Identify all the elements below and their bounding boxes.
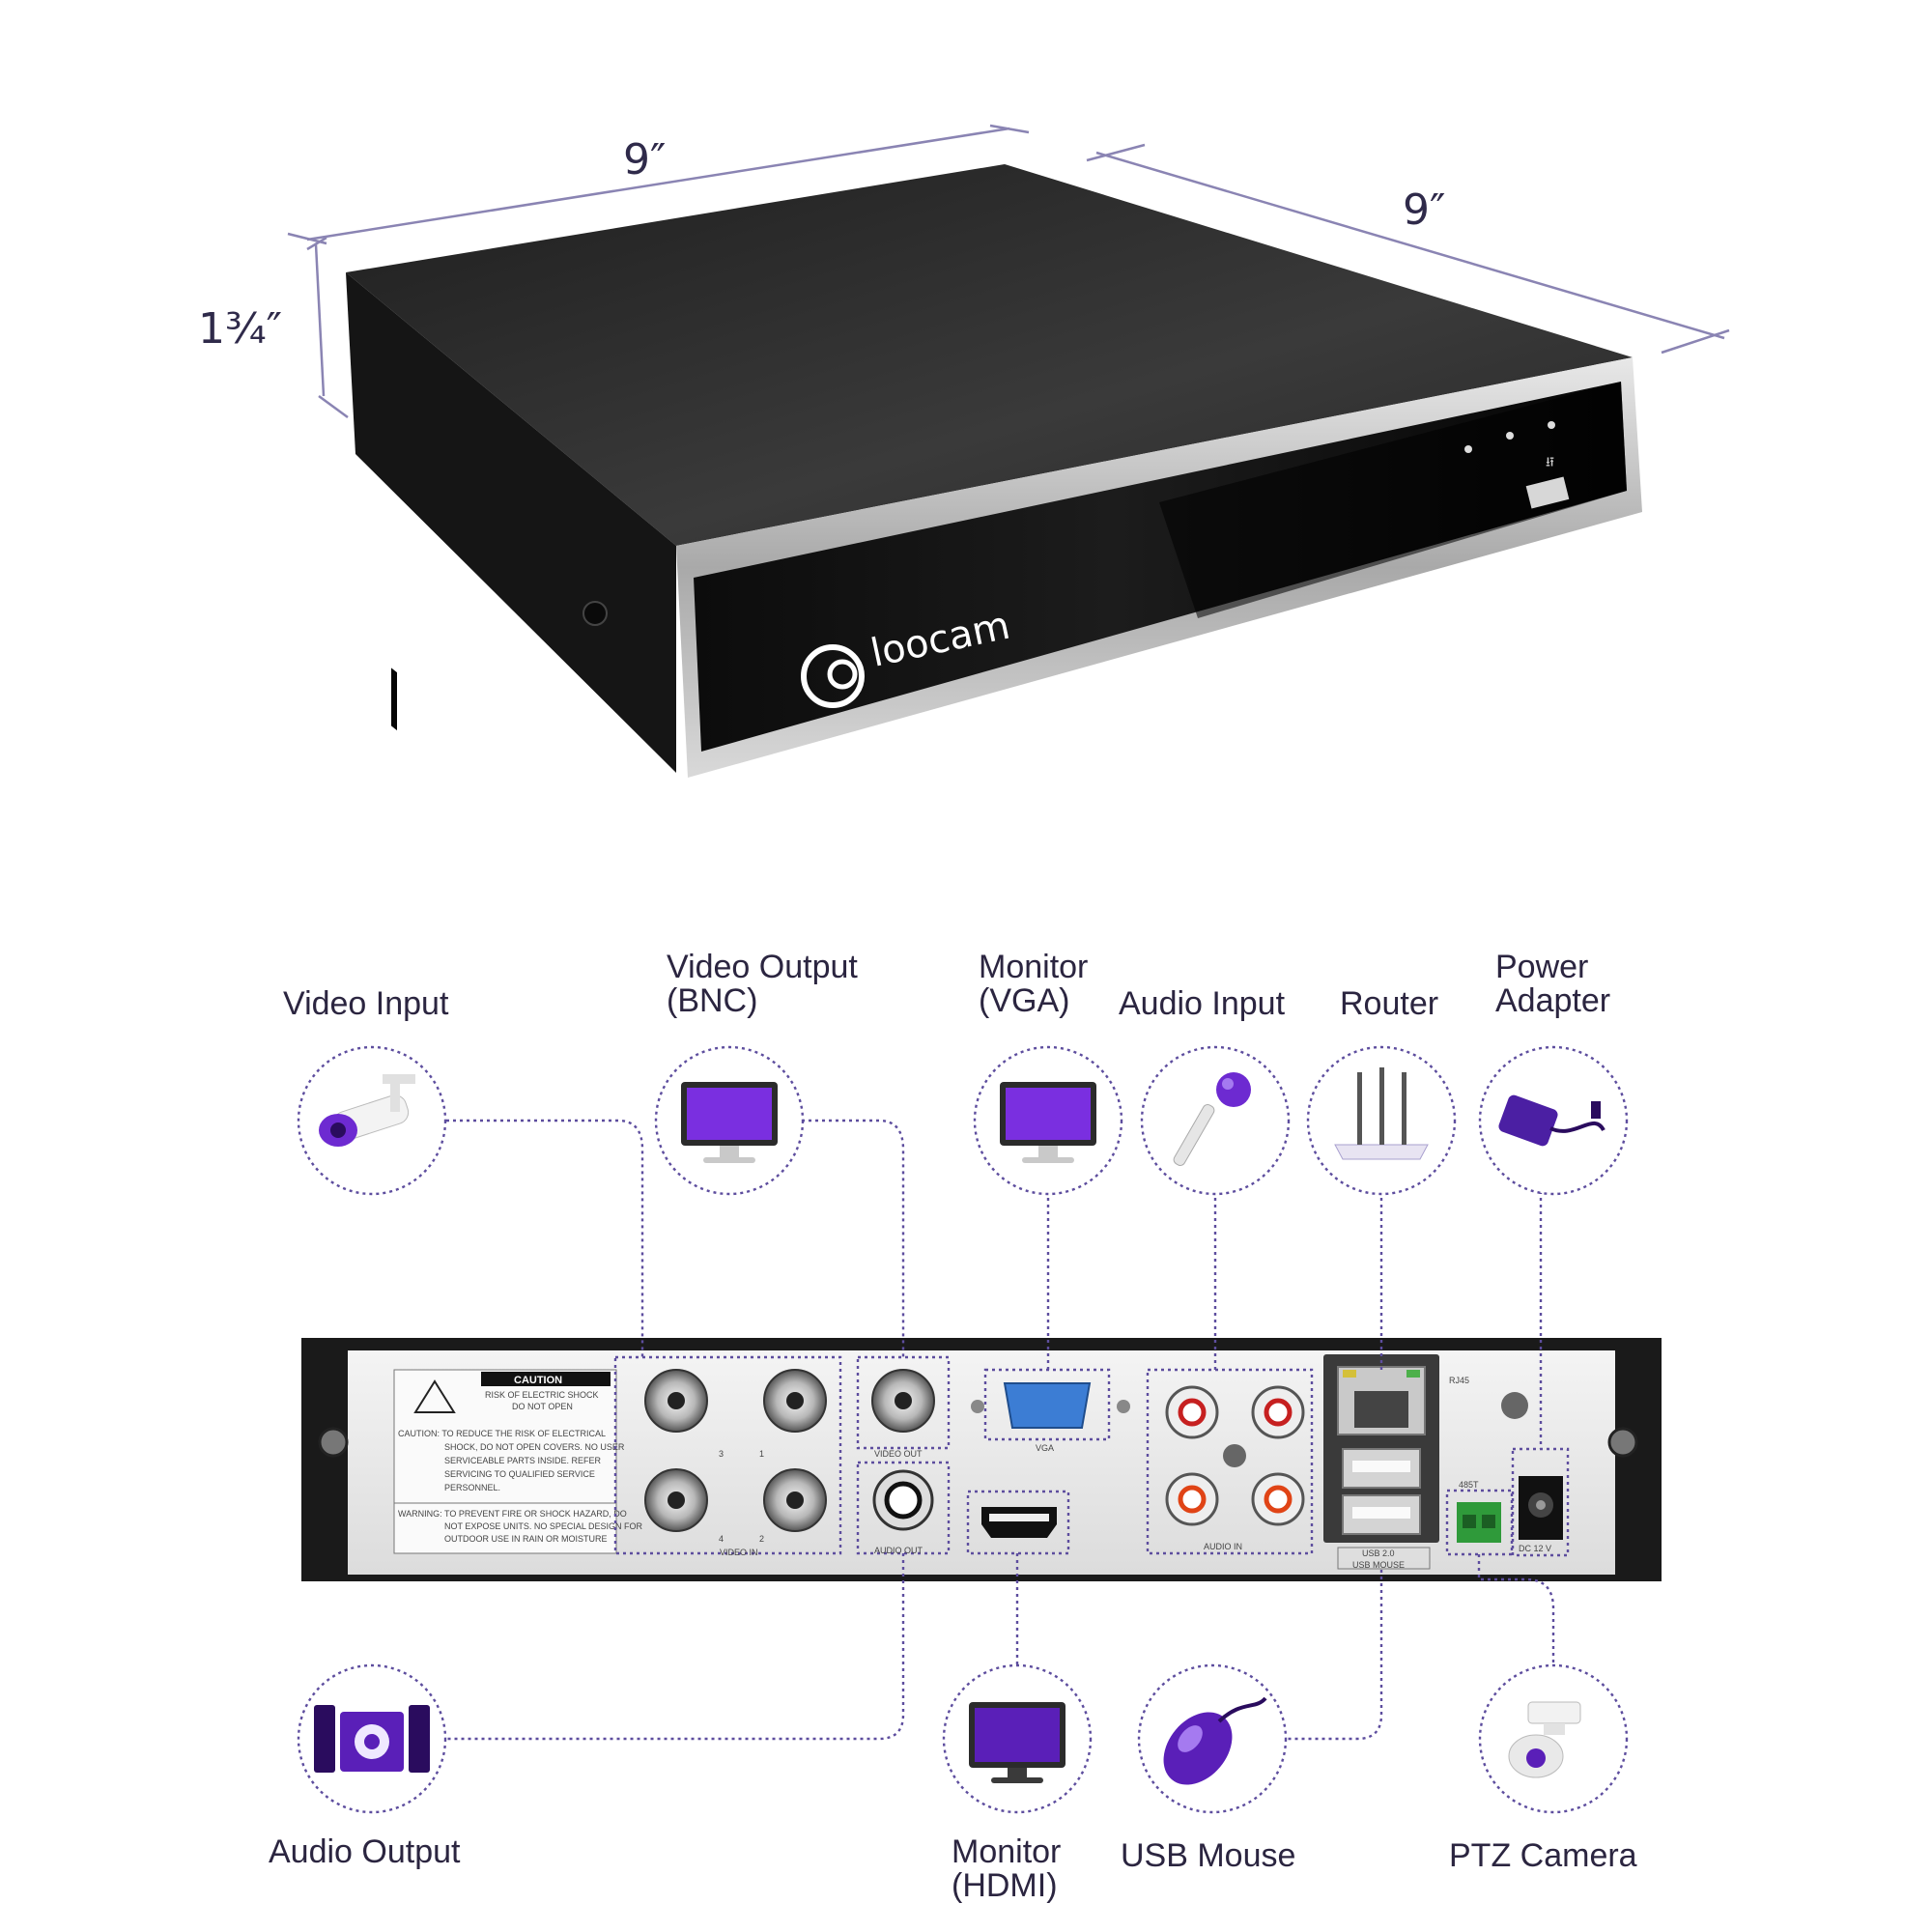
audio-in-ports: AUDIO IN [1146,1368,1314,1555]
power-adapter-callout [1478,1045,1629,1196]
channel-number: 3 [719,1449,724,1459]
vga-label: VGA [1036,1443,1054,1453]
height-dimension-label: 1¾″ [198,304,282,354]
rs485-label: 485T [1459,1480,1479,1490]
warning-icon [413,1379,456,1413]
power-rs485-ports: 485T DC 12 V [1445,1392,1570,1557]
usb-mouse-label: USB Mouse [1121,1837,1295,1874]
ptz-camera-icon [1508,1701,1581,1778]
video-out-label: VIDEO OUT [874,1449,923,1459]
warning-text-line: NOT EXPOSE UNITS. NO SPECIAL DESIGN FOR [444,1521,643,1531]
vga-port: VGA [971,1368,1130,1453]
microphone-icon [1173,1072,1251,1166]
screw-icon [1223,1444,1246,1467]
led-indicator [1506,432,1514,440]
dvr-side-panel [346,272,676,773]
caution-text-line: PERSONNEL. [444,1483,500,1492]
ptz-camera-label: PTZ Camera [1449,1837,1637,1874]
video-output-bnc-label-line1: Video Output [667,949,858,985]
usb-mouse-label: USB MOUSE [1352,1560,1405,1570]
monitor-hdmi-label-line2: (HDMI) [952,1867,1058,1904]
channel-number: 2 [759,1534,764,1544]
router-icon [1334,1067,1429,1160]
video-output-bnc-label-line2: (BNC) [667,982,757,1019]
rj45-label: RJ45 [1449,1376,1469,1385]
power-adapter-label-line2: Adapter [1495,982,1610,1019]
channel-number: 1 [759,1449,764,1459]
router-callout [1306,1045,1457,1196]
dvr-front-view: 9″ 9″ 1¾″ ⭿ loocam [198,124,1730,778]
caution-text-line: SERVICING TO QUALIFIED SERVICE [444,1469,595,1479]
screw-icon [318,1427,349,1458]
usb-label: USB 2.0 [1362,1548,1395,1558]
depth-dimension-label: 9″ [1403,185,1445,235]
audio-input-label: Audio Input [1119,985,1286,1022]
dvr-rear-panel: CAUTION RISK OF ELECTRIC SHOCK DO NOT OP… [301,1338,1662,1581]
monitor-icon [969,1702,1065,1783]
caution-sub-line: RISK OF ELECTRIC SHOCK [485,1390,599,1400]
speaker-icon [314,1705,430,1773]
video-output-bnc-callout [654,1045,805,1196]
caution-text-line: SHOCK, DO NOT OPEN COVERS. NO USER [444,1442,625,1452]
screw-icon [1607,1427,1638,1458]
monitor-hdmi-label-line1: Monitor [952,1833,1061,1870]
hdmi-port [966,1490,1070,1555]
video-in-ports: 3 1 4 2 VIDEO IN [613,1355,842,1557]
caution-label: CAUTION RISK OF ELECTRIC SHOCK DO NOT OP… [393,1369,643,1554]
video-input-label: Video Input [283,985,449,1022]
monitor-icon [1000,1082,1096,1163]
usb-mouse-callout [1137,1663,1288,1814]
audio-output-callout [297,1663,447,1814]
power-adapter-label-line1: Power [1495,949,1588,985]
video-input-callout [297,1045,447,1196]
audio-input-callout [1140,1045,1291,1196]
monitor-icon [681,1082,778,1163]
dc-label: DC 12 V [1519,1544,1551,1553]
router-label: Router [1340,985,1438,1022]
caution-title: CAUTION [514,1375,562,1386]
audio-in-label: AUDIO IN [1204,1542,1242,1551]
warning-text-line: OUTDOOR USE IN RAIN OR MOISTURE [444,1534,608,1544]
audio-output-label: Audio Output [269,1833,461,1870]
side-vents [391,668,397,731]
bullet-camera-icon [319,1074,415,1147]
channel-number: 4 [719,1534,724,1544]
usb-icon: ⭿ [1546,454,1554,469]
dvr-top-surface [346,164,1633,546]
led-indicator [1548,421,1555,429]
width-dimension-label: 9″ [623,135,666,185]
video-audio-out-ports: VIDEO OUT AUDIO OUT [856,1355,951,1555]
connector-lines [446,1119,1555,1741]
power-switch-icon [582,601,608,626]
front-usb-port [1525,476,1570,509]
monitor-vga-label-line2: (VGA) [979,982,1069,1019]
video-in-label: VIDEO IN [720,1548,758,1557]
caution-sub-line: DO NOT OPEN [512,1402,573,1411]
caution-text-line: SERVICEABLE PARTS INSIDE. REFER [444,1456,602,1465]
mouse-icon [1163,1696,1267,1785]
monitor-vga-callout [973,1045,1123,1196]
ground-screw-icon [1501,1392,1528,1419]
ptz-camera-callout [1478,1663,1629,1814]
warning-text-line: WARNING: TO PREVENT FIRE OR SHOCK HAZARD… [398,1509,627,1519]
audio-out-label: AUDIO OUT [874,1546,923,1555]
power-adapter-icon [1498,1094,1605,1147]
monitor-hdmi-callout [942,1663,1093,1814]
dimension-lines [287,124,1730,419]
caution-text-line: CAUTION: TO REDUCE THE RISK OF ELECTRICA… [398,1429,606,1438]
led-indicator [1464,445,1472,453]
network-usb-ports: RJ45 USB 2.0 USB MOUSE [1323,1354,1469,1570]
monitor-vga-label-line1: Monitor [979,949,1088,985]
